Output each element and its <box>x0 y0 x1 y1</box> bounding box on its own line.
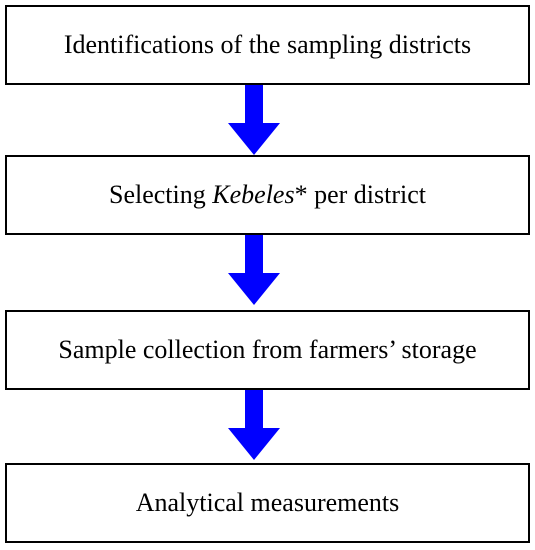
down-arrow-icon <box>228 235 280 305</box>
step-label-suffix: * per district <box>294 180 426 209</box>
step-sample-collection: Sample collection from farmers’ storage <box>5 310 530 390</box>
step-label: Selecting Kebeles* per district <box>109 180 426 210</box>
down-arrow-icon <box>228 390 280 460</box>
step-label-prefix: Selecting <box>109 180 213 209</box>
step-label-italic: Kebeles <box>212 180 295 209</box>
step-identify-districts: Identifications of the sampling district… <box>5 5 530 85</box>
step-analytical-measurements: Analytical measurements <box>5 463 530 543</box>
step-label: Sample collection from farmers’ storage <box>58 335 477 364</box>
step-label: Analytical measurements <box>135 488 400 517</box>
down-arrow-icon <box>228 85 280 155</box>
step-select-kebeles: Selecting Kebeles* per district <box>5 155 530 235</box>
step-label: Identifications of the sampling district… <box>63 30 472 59</box>
